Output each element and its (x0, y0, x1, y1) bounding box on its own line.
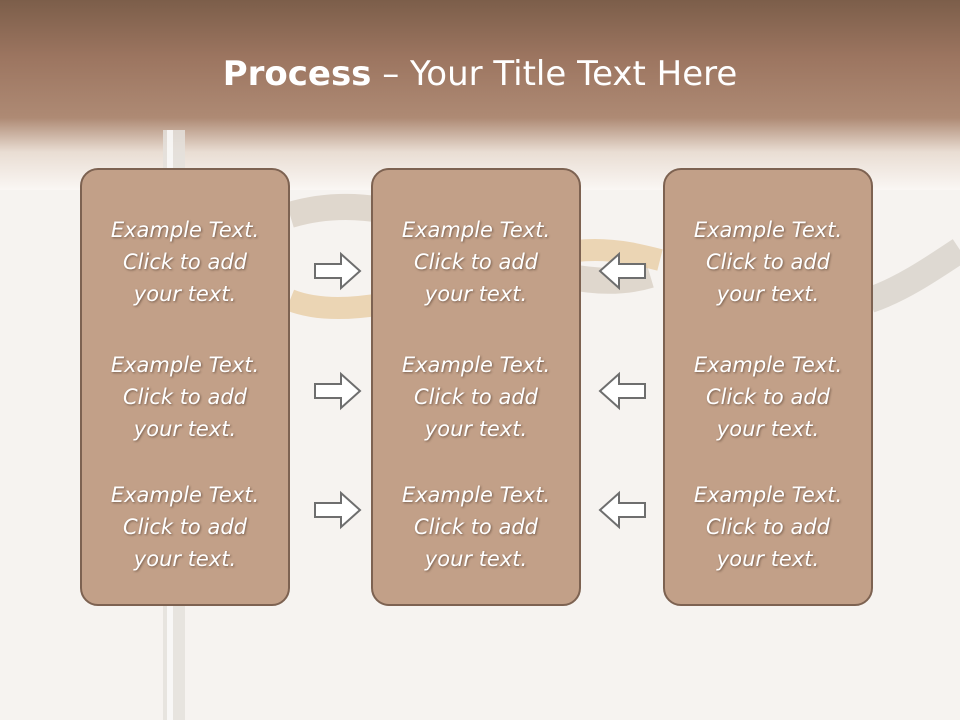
page-title: Process – Your Title Text Here (0, 52, 960, 96)
process-box-1[interactable]: Example Text. Click to add your text. Ex… (80, 168, 290, 606)
right-arrow-icon (314, 490, 362, 530)
title-banner (0, 0, 960, 190)
right-arrow-icon (314, 251, 362, 291)
box-2-item-3[interactable]: Example Text. Click to add your text. (401, 483, 551, 571)
process-box-3[interactable]: Example Text. Click to add your text. Ex… (663, 168, 873, 606)
left-arrow-icon (598, 371, 646, 411)
box-3-item-1[interactable]: Example Text. Click to add your text. (693, 218, 843, 306)
process-box-2[interactable]: Example Text. Click to add your text. Ex… (371, 168, 581, 606)
right-arrow-icon (314, 371, 362, 411)
box-1-item-3[interactable]: Example Text. Click to add your text. (110, 483, 260, 571)
box-2-item-1[interactable]: Example Text. Click to add your text. (401, 218, 551, 306)
box-1-item-1[interactable]: Example Text. Click to add your text. (110, 218, 260, 306)
title-bold: Process (222, 54, 372, 94)
title-rest: – Your Title Text Here (371, 54, 738, 94)
left-arrow-icon (598, 490, 646, 530)
box-3-item-3[interactable]: Example Text. Click to add your text. (693, 483, 843, 571)
box-2-item-2[interactable]: Example Text. Click to add your text. (401, 353, 551, 441)
box-1-item-2[interactable]: Example Text. Click to add your text. (110, 353, 260, 441)
left-arrow-icon (598, 251, 646, 291)
box-3-item-2[interactable]: Example Text. Click to add your text. (693, 353, 843, 441)
